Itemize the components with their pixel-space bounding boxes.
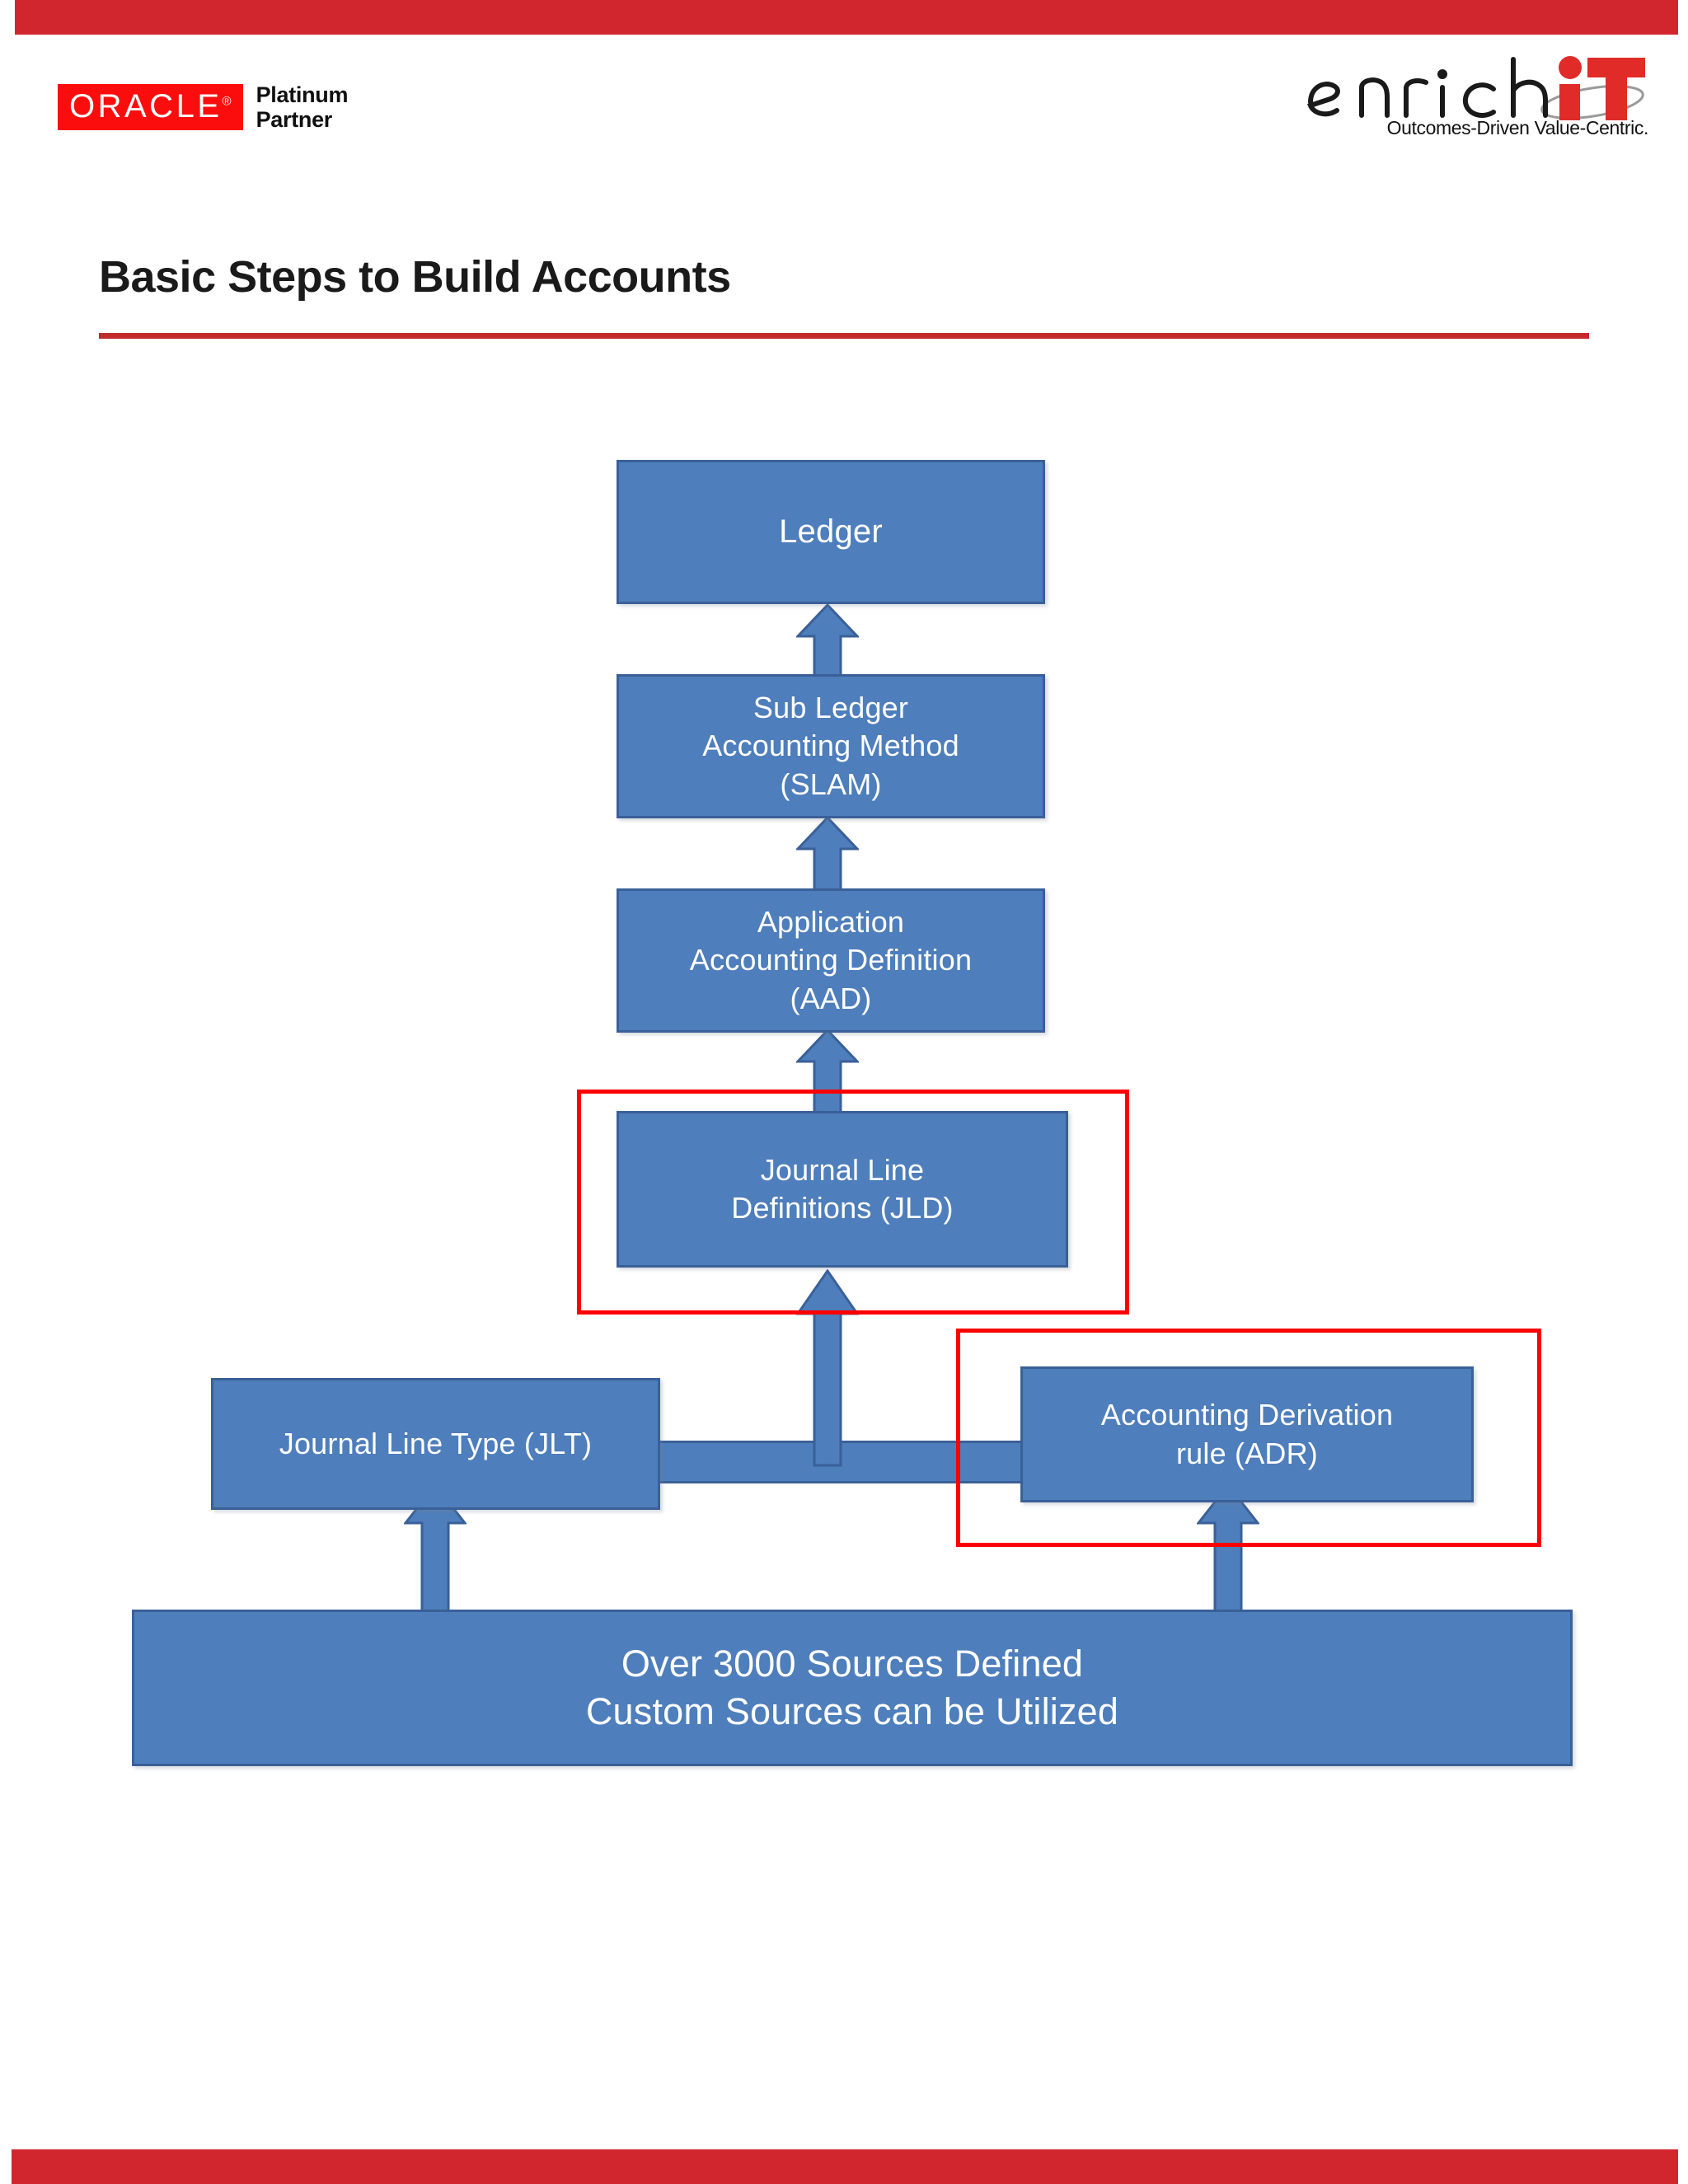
node-aad-line-1: Application: [757, 905, 905, 940]
page-title: Basic Steps to Build Accounts: [99, 252, 731, 302]
node-jlt-label: Journal Line Type (JLT): [279, 1426, 593, 1460]
node-jld-line-1: Journal Line: [760, 1152, 925, 1187]
node-slam-line-3: (SLAM): [780, 766, 882, 801]
node-slam[interactable]: Sub Ledger Accounting Method (SLAM): [617, 674, 1045, 818]
node-aad-line-3: (AAD): [790, 981, 872, 1015]
title-underline: [99, 333, 1589, 339]
node-slam-line-2: Accounting Method: [702, 729, 959, 763]
node-jld[interactable]: Journal Line Definitions (JLD): [617, 1111, 1068, 1268]
edge-jlt-adr-to-jld-arrow-icon: [796, 1269, 859, 1467]
top-accent-bar: [15, 0, 1678, 35]
node-ledger[interactable]: Ledger: [617, 460, 1045, 604]
bottom-accent-bar: [12, 2149, 1678, 2184]
oracle-partner-text: Platinum Partner: [256, 82, 349, 132]
node-sources[interactable]: Over 3000 Sources Defined Custom Sources…: [132, 1610, 1573, 1766]
node-ledger-label: Ledger: [779, 513, 883, 550]
node-jld-line-2: Definitions (JLD): [731, 1191, 954, 1225]
node-jlt[interactable]: Journal Line Type (JLT): [211, 1378, 660, 1510]
node-adr-line-2: rule (ADR): [1175, 1436, 1318, 1470]
node-slam-line-1: Sub Ledger: [753, 691, 909, 725]
node-adr[interactable]: Accounting Derivation rule (ADR): [1020, 1366, 1474, 1502]
oracle-partner-line-2: Partner: [256, 107, 333, 133]
oracle-wordmark: ORACLE®: [69, 90, 232, 123]
enrichit-logo: Outcomes-Driven Value-Centric.: [1302, 51, 1648, 150]
oracle-wordmark-text: ORACLE: [69, 88, 223, 125]
node-aad[interactable]: Application Accounting Definition (AAD): [617, 888, 1045, 1033]
enrichit-tagline: Outcomes-Driven Value-Centric.: [1386, 117, 1649, 138]
oracle-wordmark-badge: ORACLE®: [58, 84, 243, 131]
edge-sources-to-adr-arrow-icon: [1197, 1483, 1259, 1615]
node-sources-line-1: Over 3000 Sources Defined: [621, 1643, 1084, 1685]
enrichit-wordmark-icon: [1302, 51, 1648, 122]
node-adr-line-1: Accounting Derivation: [1100, 1398, 1394, 1432]
oracle-registered-icon: ®: [222, 94, 232, 109]
oracle-platinum-partner-logo: ORACLE® Platinum Partner: [58, 82, 348, 132]
node-aad-line-2: Accounting Definition: [689, 943, 973, 977]
oracle-partner-line-1: Platinum: [256, 82, 349, 107]
node-sources-line-2: Custom Sources can be Utilized: [585, 1690, 1119, 1732]
edge-jld-to-aad-arrow-icon: [796, 1029, 859, 1119]
